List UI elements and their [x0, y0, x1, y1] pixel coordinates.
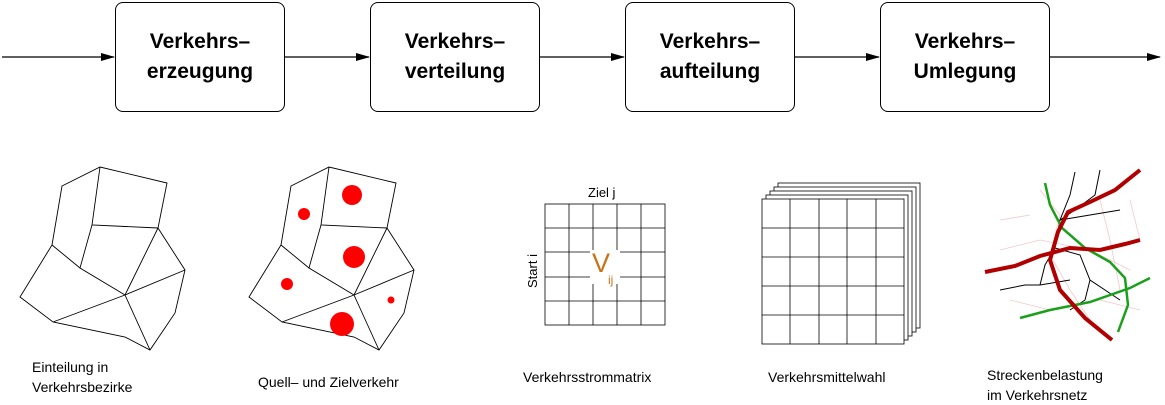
traffic-circle [387, 296, 395, 304]
caption-matrix: Verkehrsstrommatrix [523, 369, 652, 385]
step-title-line1: Verkehrs– [659, 30, 761, 53]
step-title-line1: Verkehrs– [404, 30, 506, 53]
step-title-line2: Umlegung [913, 60, 1017, 83]
step-title-line2: verteilung [404, 60, 506, 83]
zone-map-traffic [248, 166, 415, 351]
step-box-traffic-generation: Verkehrs– erzeugung [115, 2, 285, 112]
step-box-mode-split: Verkehrs– aufteilung [625, 2, 795, 112]
caption-modal: Verkehrsmittelwahl [768, 369, 886, 385]
zone-map [19, 166, 186, 351]
step-title-line1: Verkehrs– [914, 30, 1016, 53]
step-title-line2: erzeugung [146, 60, 254, 83]
caption-zones: Einteilung in Verkehrsbezirke [32, 357, 132, 397]
modal-grid [762, 199, 904, 344]
traffic-circle [342, 185, 362, 205]
matrix-row-label: Start i [525, 254, 540, 288]
matrix-cell-subscript: ij [608, 273, 613, 287]
step-title-line1: Verkehrs– [149, 30, 251, 53]
matrix-cell-symbol: V [592, 248, 610, 278]
caption-assignment-line1: Streckenbelastung [987, 367, 1103, 383]
step-box-trip-distribution: Verkehrs– verteilung [370, 2, 540, 112]
caption-zones-line2: Verkehrsbezirke [32, 379, 133, 395]
caption-assignment-line2: im Verkehrsnetz [987, 387, 1088, 403]
caption-assignment: Streckenbelastung im Verkehrsnetz [987, 365, 1103, 405]
traffic-circle [298, 208, 310, 220]
traffic-circle [343, 246, 365, 268]
od-matrix [544, 203, 666, 326]
caption-zones-line1: Einteilung in [32, 359, 109, 375]
modal-stack [761, 182, 921, 345]
road-network [984, 168, 1151, 342]
step-title-line2: aufteilung [659, 60, 761, 83]
caption-traffic: Quell– und Zielverkehr [258, 374, 399, 390]
matrix-col-label: Ziel j [588, 185, 616, 200]
step-box-assignment: Verkehrs– Umlegung [880, 2, 1050, 112]
traffic-circle [330, 312, 354, 336]
traffic-circle [281, 278, 293, 290]
